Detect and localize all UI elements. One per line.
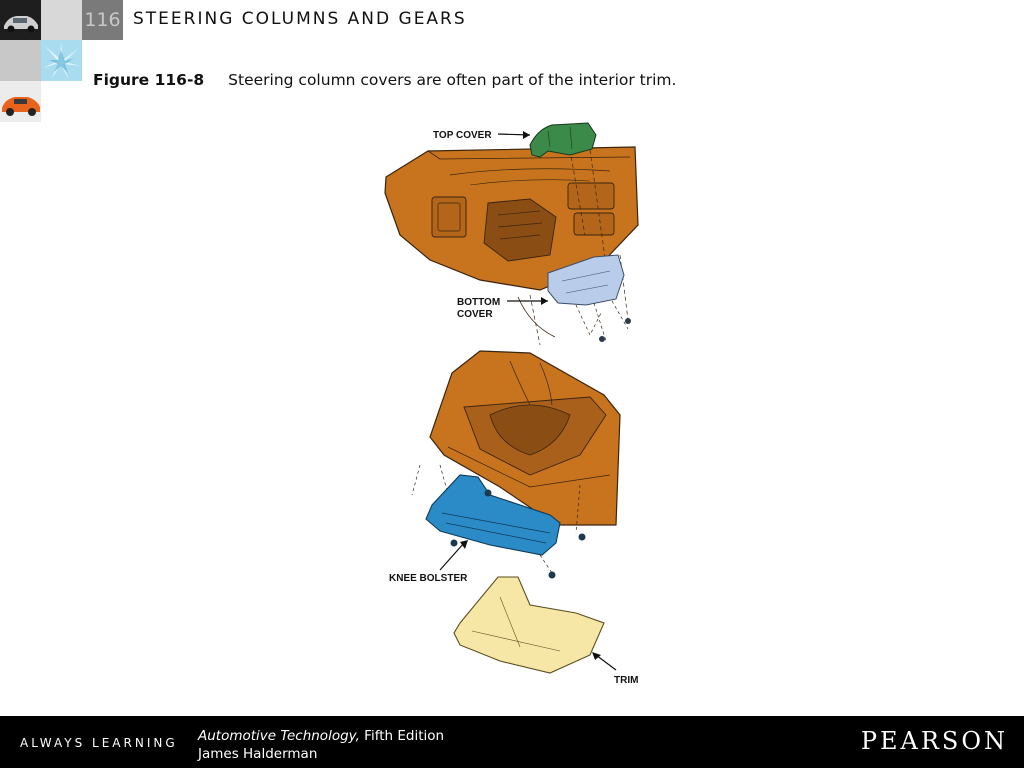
book-title-name: Automotive Technology, — [198, 728, 360, 744]
grey-tile — [0, 40, 41, 81]
book-title-edition: Fifth Edition — [359, 728, 445, 744]
car-thumbnail-orange — [0, 81, 41, 122]
top-cover-label: TOP COVER — [433, 130, 492, 141]
chapter-number: 116 — [84, 9, 121, 31]
footer-tagline: ALWAYS LEARNING — [20, 736, 178, 750]
footer-bar: ALWAYS LEARNING Automotive Technology, F… — [0, 716, 1024, 768]
bottom-cover-label-line2: COVER — [457, 309, 493, 320]
bottom-cover-label-line1: BOTTOM — [457, 297, 500, 308]
pearson-logo: PEARSON — [860, 727, 1008, 755]
book-title: Automotive Technology, Fifth Edition — [198, 728, 444, 744]
knee-bolster-part — [425, 474, 561, 556]
bottom-cover-part — [547, 254, 625, 306]
book-author: James Halderman — [198, 746, 318, 762]
grey-tile — [41, 0, 82, 40]
figure-label: Figure 116-8 — [93, 71, 205, 89]
chapter-title: STEERING COLUMNS AND GEARS — [133, 9, 467, 29]
trim-label: TRIM — [614, 675, 638, 686]
knee-bolster-label: KNEE BOLSTER — [389, 573, 468, 584]
caption-text: Steering column covers are often part of… — [228, 71, 677, 89]
top-cover-part — [529, 122, 597, 158]
car-thumbnail-silver — [0, 0, 41, 40]
steering-column-cover-illustration: TOP COVER BOTTOM COVER KNEE BOLSTER — [380, 115, 650, 695]
trim-part — [453, 576, 605, 674]
ice-crystal-thumbnail — [41, 40, 82, 81]
chapter-number-tile — [82, 0, 123, 40]
figure-caption: Figure 116-8 Steering column covers are o… — [93, 71, 676, 89]
